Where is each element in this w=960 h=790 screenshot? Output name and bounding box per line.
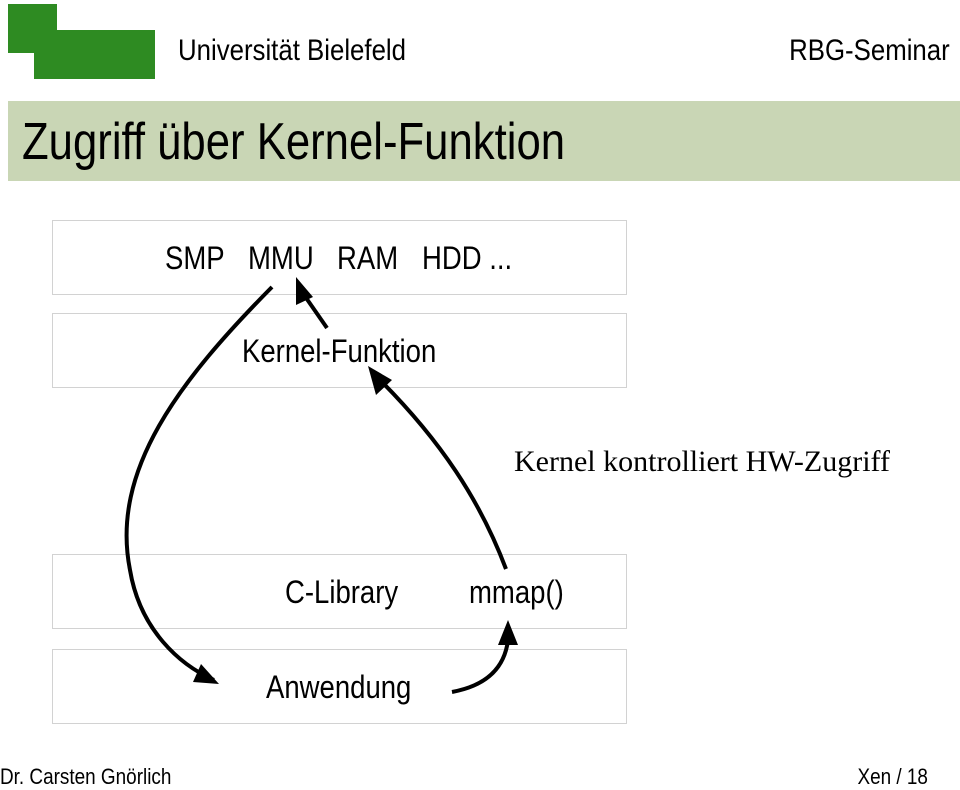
hardware-label-mmu: MMU <box>248 240 314 276</box>
application-label: Anwendung <box>266 669 412 705</box>
title-band <box>8 101 960 181</box>
hardware-label-ram: RAM <box>337 240 399 276</box>
footer-author: Dr. Carsten Gnörlich <box>0 764 172 789</box>
hardware-to-application-arrow <box>124 285 274 682</box>
hardware-layer-box <box>52 220 627 295</box>
kernel-layer-box <box>52 313 627 388</box>
application-layer-box <box>52 649 627 724</box>
kernel-control-note: Kernel kontrolliert HW-Zugriff <box>514 445 890 478</box>
hardware-label-smp: SMP <box>165 240 225 276</box>
hardware-label-hdd: HDD ... <box>422 240 513 276</box>
seminar-name: RBG-Seminar <box>789 34 950 67</box>
c-library-label: C-Library <box>285 574 399 610</box>
mmap-to-kernel-arrow <box>378 378 508 570</box>
mmap-label: mmap() <box>469 574 564 610</box>
application-to-mmap-arrow <box>451 639 510 694</box>
kernel-function-label: Kernel-Funktion <box>242 333 437 369</box>
page-title: Zugriff über Kernel-Funktion <box>22 113 566 171</box>
university-name: Universität Bielefeld <box>178 34 407 67</box>
footer-page-number: Xen / 18 <box>857 764 928 789</box>
